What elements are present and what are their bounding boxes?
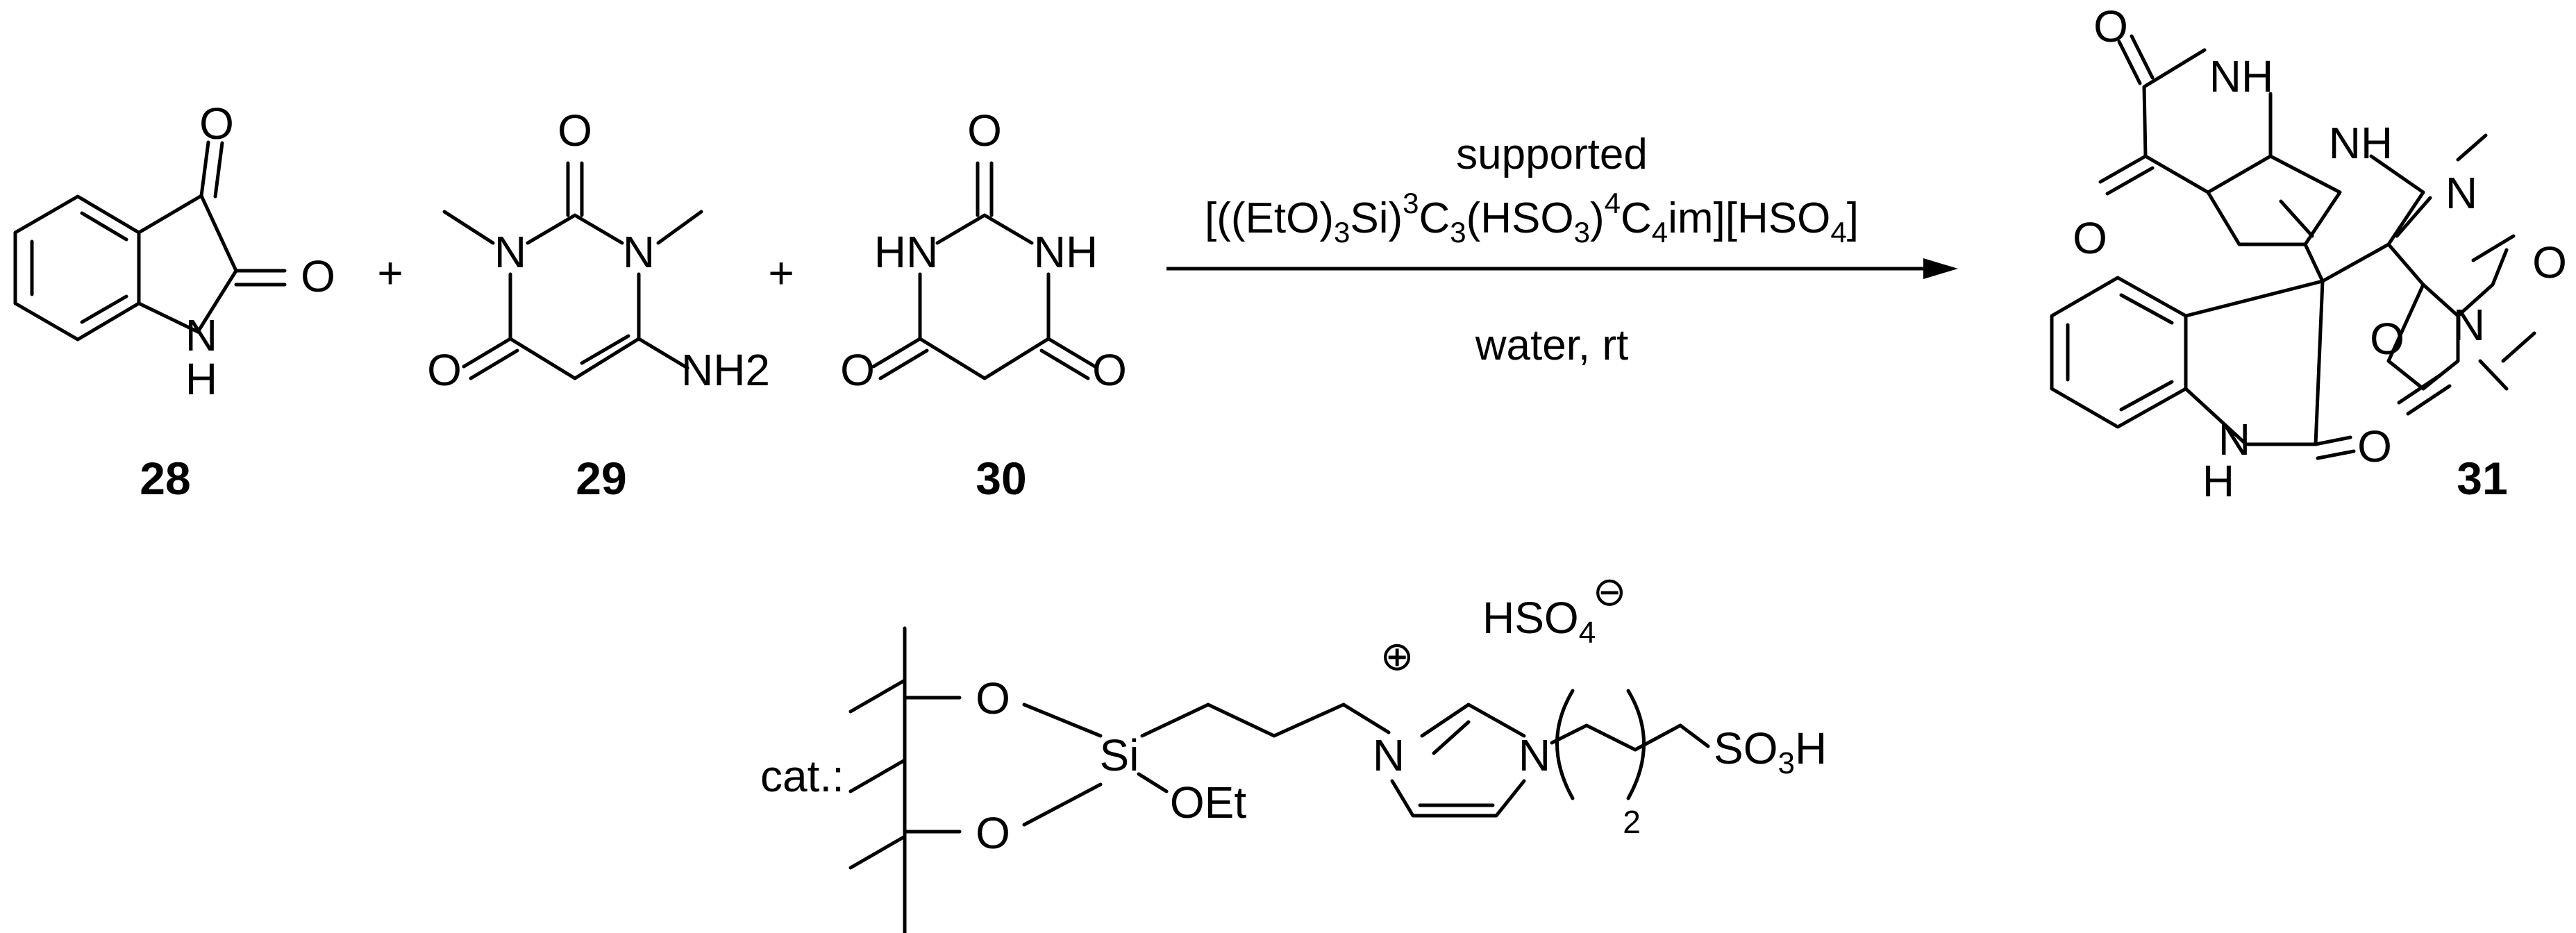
- catalyst-n-alkyl: N: [1519, 730, 1550, 780]
- compound-29-aminouracil: O N N O NH2 29: [427, 106, 770, 504]
- product-o-uracil-bottom: O: [2370, 314, 2404, 364]
- uracil29-o-bottom: O: [427, 345, 462, 395]
- barbituric-o-right: O: [1092, 345, 1127, 395]
- product-n-indolinone: N: [2218, 414, 2250, 464]
- compound-number-30: 30: [976, 453, 1026, 504]
- plus-sign-2: +: [768, 248, 794, 298]
- catalyst-structure: cat.: O O Si OEt N N ⊕ 2 SO3H HSO4 ⊖: [760, 569, 1827, 933]
- barbituric-hn: HN: [874, 227, 938, 277]
- catalyst-o-top: O: [976, 673, 1010, 723]
- barbituric-o-top: O: [967, 106, 1002, 156]
- catalyst-oet: OEt: [1170, 778, 1246, 827]
- isatin-o-top: O: [199, 99, 234, 149]
- catalyst-n-cation: N: [1373, 730, 1405, 780]
- cation-charge-symbol: ⊕: [1380, 634, 1414, 679]
- product-nh-middle: NH: [2329, 118, 2393, 168]
- chain-repeat-subscript: 2: [1623, 804, 1641, 840]
- uracil29-n-right: N: [623, 227, 655, 277]
- product-h-indolinone: H: [2202, 456, 2234, 506]
- catalyst-anion: HSO4: [1482, 593, 1596, 650]
- product-n-methyl-bottom: N: [2453, 300, 2485, 350]
- compound-30-barbituric-acid: O HN NH O O 30: [840, 106, 1127, 504]
- condition-solvent-temp: water, rt: [1475, 321, 1629, 369]
- product-o-indolinone: O: [2357, 421, 2392, 471]
- product-nh-top: NH: [2209, 51, 2273, 101]
- product-o-top: O: [2093, 1, 2128, 51]
- barbituric-nh: NH: [1034, 227, 1098, 277]
- catalyst-si: Si: [1100, 730, 1139, 780]
- product-o-right: O: [2532, 237, 2567, 287]
- plus-sign-1: +: [377, 248, 403, 298]
- uracil29-n-left: N: [494, 227, 526, 277]
- catalyst-sulfonic-acid: SO3H: [1714, 723, 1827, 780]
- product-o-left: O: [2073, 213, 2107, 263]
- reaction-arrow: [1166, 258, 1958, 279]
- compound-number-31: 31: [2457, 453, 2507, 504]
- uracil29-nh2: NH2: [681, 345, 770, 395]
- catalyst-prefix: cat.:: [760, 751, 844, 801]
- barbituric-o-left: O: [840, 345, 875, 395]
- catalyst-o-bottom: O: [976, 808, 1010, 858]
- condition-catalyst-formula: [((EtO)3Si)3C3(HSO3)4C4im][HSO4]: [1205, 187, 1859, 249]
- isatin-h: H: [185, 354, 217, 404]
- anion-charge-symbol: ⊖: [1593, 569, 1627, 614]
- product-n-methyl-top: N: [2445, 168, 2477, 218]
- uracil29-o-top: O: [558, 106, 592, 156]
- compound-31-spiro-product: O NH NH N O O N O N H O 31: [2050, 1, 2567, 506]
- compound-number-29: 29: [576, 453, 626, 504]
- compound-number-28: 28: [140, 453, 190, 504]
- compound-28-isatin: O O N H 28: [13, 99, 335, 504]
- isatin-o-right: O: [301, 251, 335, 301]
- condition-supported: supported: [1456, 131, 1648, 178]
- isatin-n: N: [185, 310, 217, 360]
